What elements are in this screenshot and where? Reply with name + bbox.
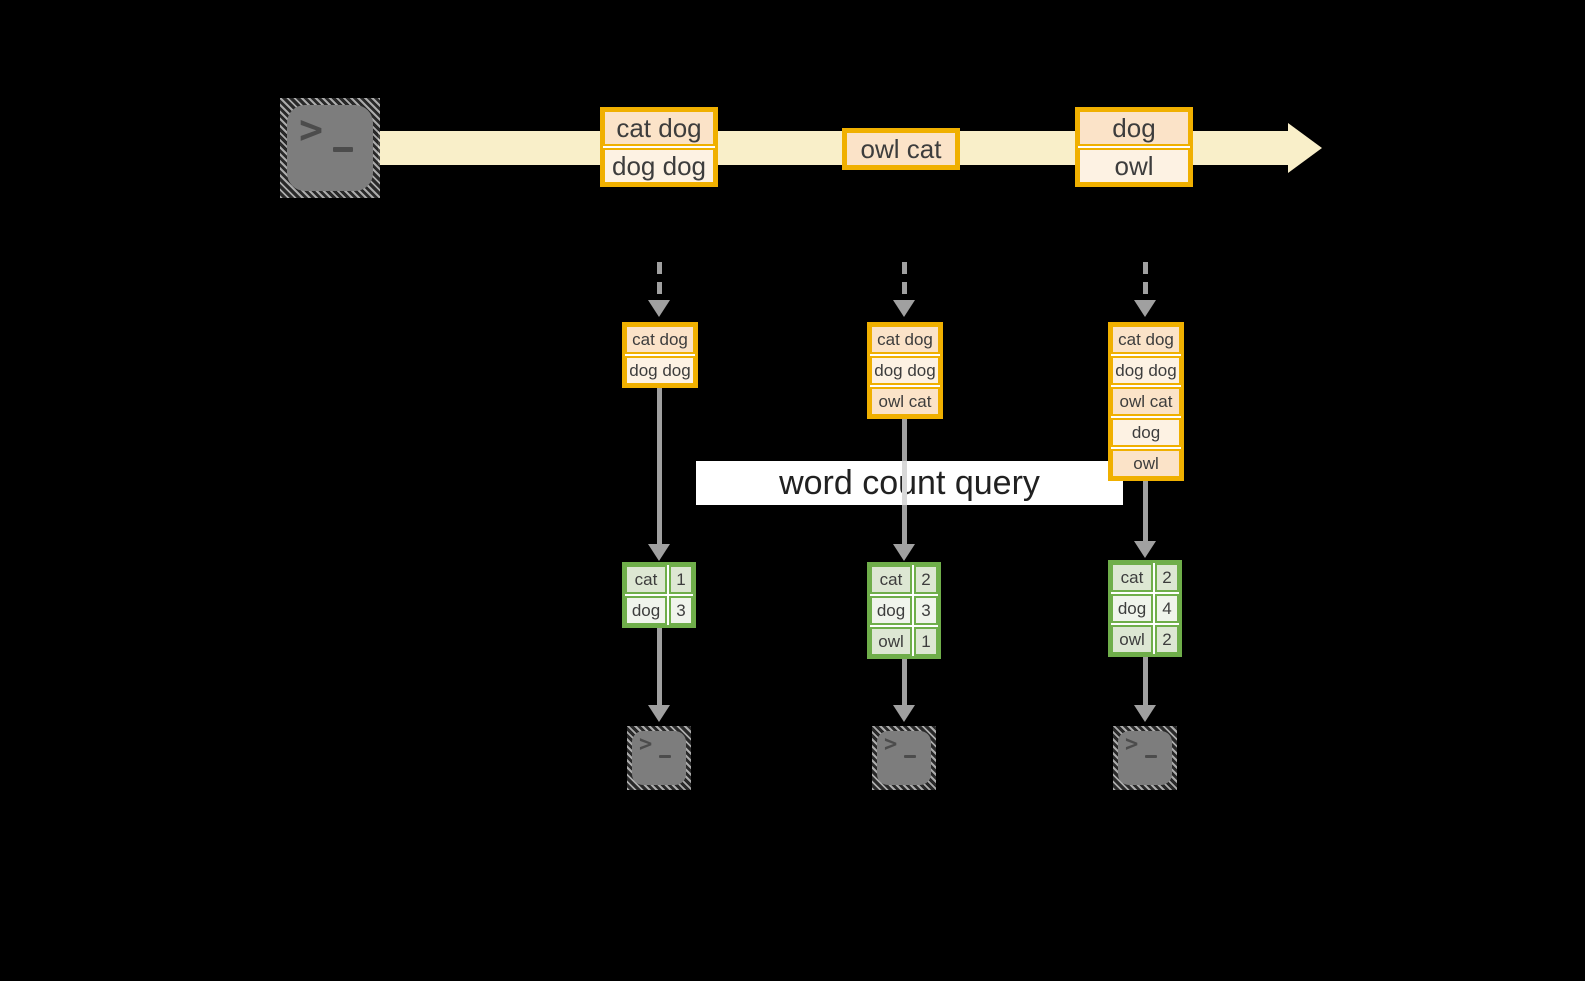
count-cell: 3	[669, 596, 693, 625]
terminal-prompt-icon: >	[639, 732, 653, 757]
terminal-prompt-icon: >	[1125, 732, 1139, 757]
buffer-line: dog dog	[870, 356, 940, 385]
terminal-icon: >	[627, 726, 691, 790]
stream-event-line: owl cat	[845, 131, 957, 167]
word-cell: owl	[1111, 625, 1153, 654]
stream-event-line: dog	[1078, 110, 1190, 146]
arrowhead-icon	[648, 544, 670, 561]
terminal-prompt-icon: >	[299, 107, 324, 153]
buffer-line: dog	[1111, 418, 1181, 447]
buffer-line: owl	[1111, 449, 1181, 478]
arrowhead-icon	[1134, 541, 1156, 558]
arrowhead-icon	[893, 705, 915, 722]
ingest-arrow-dashed	[1143, 262, 1148, 302]
event-buffer: cat dog dog dog	[622, 322, 698, 388]
terminal-cursor-icon	[333, 147, 353, 152]
terminal-cursor-icon	[1145, 755, 1157, 758]
arrowhead-icon	[893, 544, 915, 561]
word-count-table: cat 2 dog 3 owl 1	[867, 562, 941, 659]
word-cell: dog	[625, 596, 667, 625]
query-label: word count query	[696, 461, 1123, 505]
word-cell: dog	[870, 596, 912, 625]
count-cell: 2	[914, 565, 938, 594]
output-arrow	[902, 659, 907, 706]
stream-event-line: owl	[1078, 148, 1190, 184]
word-cell: cat	[870, 565, 912, 594]
word-cell: cat	[625, 565, 667, 594]
query-arrow	[657, 388, 662, 546]
terminal-face: >	[632, 731, 686, 785]
ingest-arrow-dashed	[902, 262, 907, 302]
count-cell: 1	[669, 565, 693, 594]
query-arrow	[1143, 481, 1148, 542]
terminal-face: >	[287, 105, 373, 191]
buffer-line: cat dog	[870, 325, 940, 354]
count-cell: 1	[914, 627, 938, 656]
arrowhead-icon	[893, 300, 915, 317]
terminal-icon: >	[1113, 726, 1177, 790]
event-buffer: cat dog dog dog owl cat	[867, 322, 943, 419]
stream-event-line: dog dog	[603, 148, 715, 184]
stream-event-line: cat dog	[603, 110, 715, 146]
terminal-icon: >	[872, 726, 936, 790]
terminal-cursor-icon	[659, 755, 671, 758]
arrowhead-icon	[648, 705, 670, 722]
stream-event: owl cat	[842, 128, 960, 170]
word-cell: owl	[870, 627, 912, 656]
event-buffer: cat dog dog dog owl cat dog owl	[1108, 322, 1184, 481]
word-cell: cat	[1111, 563, 1153, 592]
buffer-line: cat dog	[1111, 325, 1181, 354]
terminal-face: >	[1118, 731, 1172, 785]
stream-event: dog owl	[1075, 107, 1193, 187]
arrowhead-icon	[1134, 300, 1156, 317]
stream-event: cat dog dog dog	[600, 107, 718, 187]
count-cell: 2	[1155, 625, 1179, 654]
stream-arrowhead-icon	[1288, 123, 1322, 173]
buffer-line: cat dog	[625, 325, 695, 354]
output-arrow	[1143, 657, 1148, 706]
arrowhead-icon	[1134, 705, 1156, 722]
terminal-prompt-icon: >	[884, 732, 898, 757]
arrow-through-label	[902, 461, 907, 505]
terminal-cursor-icon	[904, 755, 916, 758]
output-arrow	[657, 628, 662, 706]
word-cell: dog	[1111, 594, 1153, 623]
ingest-arrow-dashed	[657, 262, 662, 302]
count-cell: 3	[914, 596, 938, 625]
count-cell: 2	[1155, 563, 1179, 592]
buffer-line: owl cat	[870, 387, 940, 416]
count-cell: 4	[1155, 594, 1179, 623]
word-count-table: cat 1 dog 3	[622, 562, 696, 628]
buffer-line: dog dog	[625, 356, 695, 385]
buffer-line: owl cat	[1111, 387, 1181, 416]
terminal-icon: >	[280, 98, 380, 198]
buffer-line: dog dog	[1111, 356, 1181, 385]
word-count-table: cat 2 dog 4 owl 2	[1108, 560, 1182, 657]
terminal-face: >	[877, 731, 931, 785]
arrowhead-icon	[648, 300, 670, 317]
